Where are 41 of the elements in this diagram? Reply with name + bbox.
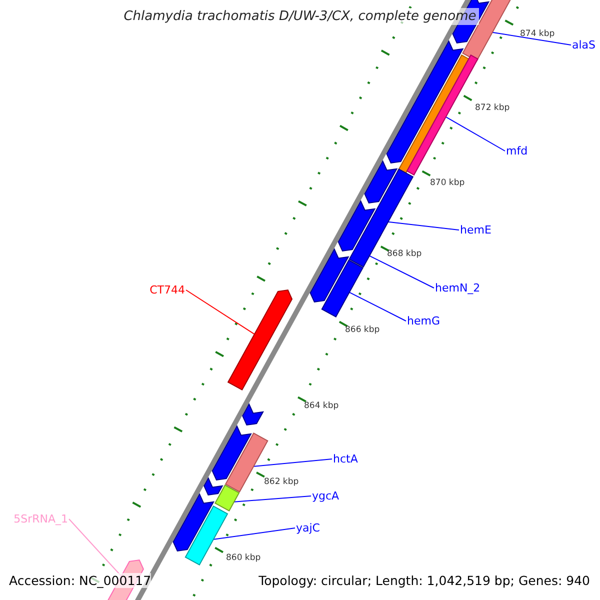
tick-label: 860 kbp <box>226 553 261 563</box>
gene-label: yajC <box>296 522 320 534</box>
leader-line <box>253 458 332 467</box>
gene-label: hctA <box>333 452 358 466</box>
leader-line <box>445 116 506 152</box>
gene-feature <box>364 160 398 204</box>
gene-feature <box>227 289 293 391</box>
gene-feature <box>184 505 228 566</box>
tick-label: 872 kbp <box>475 103 510 113</box>
gene-feature <box>212 425 252 481</box>
gene-feature <box>214 484 240 512</box>
summary-text: Topology: circular; Length: 1,042,519 bp; Genes: 940 <box>258 573 590 588</box>
leader-line <box>234 496 312 502</box>
accession-text: Accession: NC_000117 <box>9 573 152 588</box>
gene-label: hemN_2 <box>435 282 480 294</box>
gene-feature <box>310 248 350 303</box>
tick-label: 866 kbp <box>345 325 380 335</box>
gene-label: hemG <box>407 314 440 328</box>
gene-label: mfd <box>506 144 528 158</box>
leader-line <box>492 32 572 46</box>
leader-line <box>212 528 296 540</box>
gene-feature <box>321 259 364 318</box>
gene-label: CT744 <box>150 284 185 296</box>
tick-label: 870 kbp <box>430 178 465 188</box>
leader-line <box>186 290 255 335</box>
gene-feature <box>386 40 464 164</box>
leader-line <box>388 221 460 230</box>
leader-line <box>368 255 434 288</box>
gene-feature <box>172 493 214 552</box>
leader-line <box>348 292 406 322</box>
gene-feature <box>204 477 224 496</box>
tick-label: 868 kbp <box>387 249 422 259</box>
gene-label: alaS <box>572 38 596 52</box>
gene-feature <box>338 200 376 252</box>
gene-label: hemE <box>460 224 492 236</box>
gene-label: ygcA <box>312 490 340 502</box>
gene-feature <box>242 403 264 426</box>
tick-label: 862 kbp <box>264 477 299 487</box>
gene-label: 5SrRNA_1 <box>14 512 68 526</box>
tick-label: 864 kbp <box>304 401 339 411</box>
tick-label: 874 kbp <box>520 29 555 39</box>
